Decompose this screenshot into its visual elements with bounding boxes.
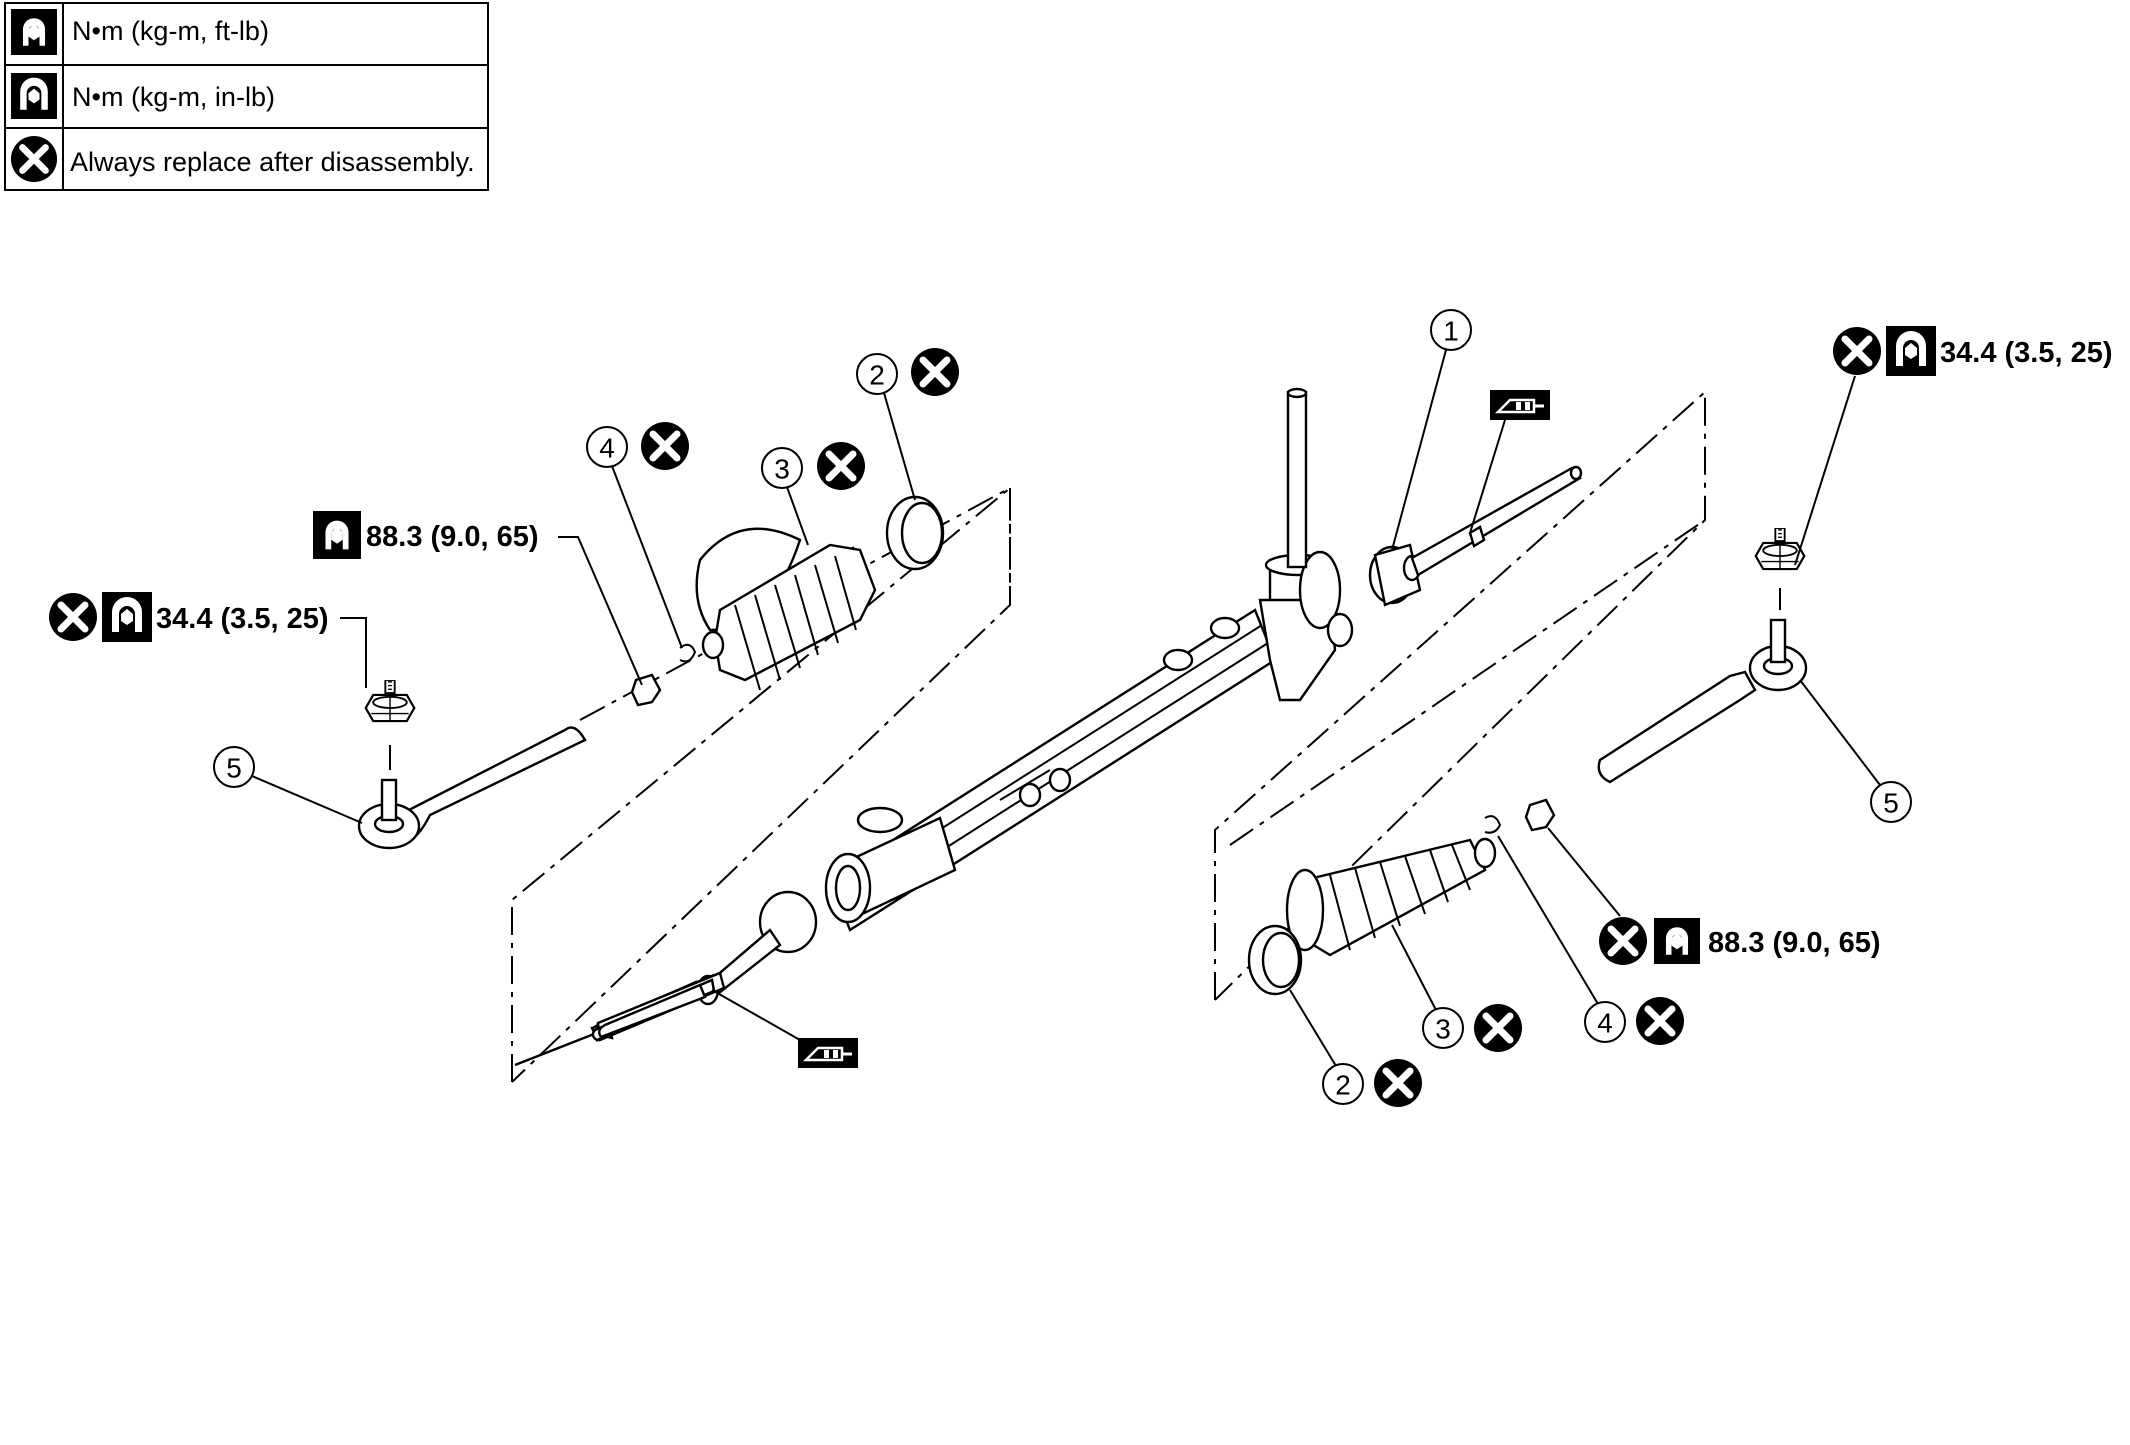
- left-boot: [695, 527, 877, 691]
- svg-text:4: 4: [1597, 1008, 1613, 1039]
- torque-wrench-icon: [1654, 918, 1700, 964]
- right-boot-clamp: [1247, 924, 1303, 996]
- torque-wrench-small-icon: [11, 73, 57, 119]
- svg-text:3: 3: [1435, 1014, 1451, 1045]
- left-boot-clamp: [885, 495, 945, 571]
- callout-part-3-right: 3: [1391, 924, 1464, 1049]
- torque-value-right-outer: 34.4 (3.5, 25): [1940, 337, 2113, 369]
- callout-part-5-left: 5: [213, 746, 363, 824]
- svg-text:5: 5: [226, 753, 242, 784]
- left-tie-rod-end: [357, 726, 587, 850]
- left-flange-nut: [364, 680, 416, 770]
- legend-in-lb-label: N•m (kg-m, in-lb): [72, 82, 275, 112]
- legend-replace-label: Always replace after disassembly.: [70, 147, 475, 177]
- torque-callout-right-inner: 88.3 (9.0, 65): [1547, 827, 1881, 965]
- replace-icon: [1599, 917, 1647, 965]
- replace-icon: [11, 136, 57, 182]
- grease-icon: [711, 989, 858, 1068]
- torque-wrench-icon: [11, 9, 57, 55]
- callout-part-1: 1: [1391, 309, 1472, 551]
- torque-value-left-outer: 34.4 (3.5, 25): [156, 603, 329, 635]
- left-lock-nut: [630, 673, 662, 707]
- replace-icon: [817, 442, 865, 490]
- grease-icon: [1469, 390, 1550, 534]
- replace-icon: [49, 593, 97, 641]
- callout-part-4-right: 4: [1497, 835, 1626, 1043]
- torque-wrench-small-icon: [1886, 326, 1936, 376]
- svg-text:3: 3: [774, 454, 790, 485]
- replace-icon: [641, 422, 689, 470]
- torque-wrench-icon: [313, 511, 361, 559]
- replace-icon: [1833, 327, 1881, 375]
- torque-callout-right-outer: 34.4 (3.5, 25): [1794, 326, 2113, 566]
- callout-part-4-left: 4: [586, 426, 683, 649]
- legend-ft-lb-label: N•m (kg-m, ft-lb): [72, 16, 269, 46]
- right-boot: [1285, 837, 1497, 957]
- svg-text:4: 4: [599, 433, 615, 464]
- svg-text:1: 1: [1443, 316, 1459, 347]
- callout-part-5-right: 5: [1799, 679, 1912, 823]
- torque-wrench-small-icon: [102, 592, 152, 642]
- torque-value-left-inner: 88.3 (9.0, 65): [366, 521, 539, 553]
- callout-part-3-left: 3: [761, 447, 809, 546]
- right-boot-clip: [1484, 815, 1502, 834]
- legend-table: N•m (kg-m, ft-lb) N•m (kg-m, in-lb) Alwa…: [4, 2, 489, 191]
- torque-value-right-inner: 88.3 (9.0, 65): [1708, 927, 1881, 959]
- right-flange-nut: [1754, 528, 1806, 610]
- right-tie-rod-end: [1597, 618, 1808, 784]
- replace-icon: [1374, 1059, 1422, 1107]
- callout-part-2-left: 2: [856, 353, 916, 501]
- replace-icon: [911, 348, 959, 396]
- svg-text:5: 5: [1883, 788, 1899, 819]
- right-lock-nut: [1524, 798, 1556, 832]
- callout-part-2-right: 2: [1289, 989, 1364, 1105]
- replace-icon: [1474, 1004, 1522, 1052]
- torque-callout-left-inner: 88.3 (9.0, 65): [313, 511, 643, 686]
- svg-text:2: 2: [1335, 1070, 1351, 1101]
- torque-callout-left-outer: 34.4 (3.5, 25): [49, 592, 367, 688]
- replace-icon: [1636, 997, 1684, 1045]
- left-boot-clip: [679, 643, 697, 663]
- steering-gear-assembly: [514, 387, 1583, 1067]
- svg-text:2: 2: [869, 360, 885, 391]
